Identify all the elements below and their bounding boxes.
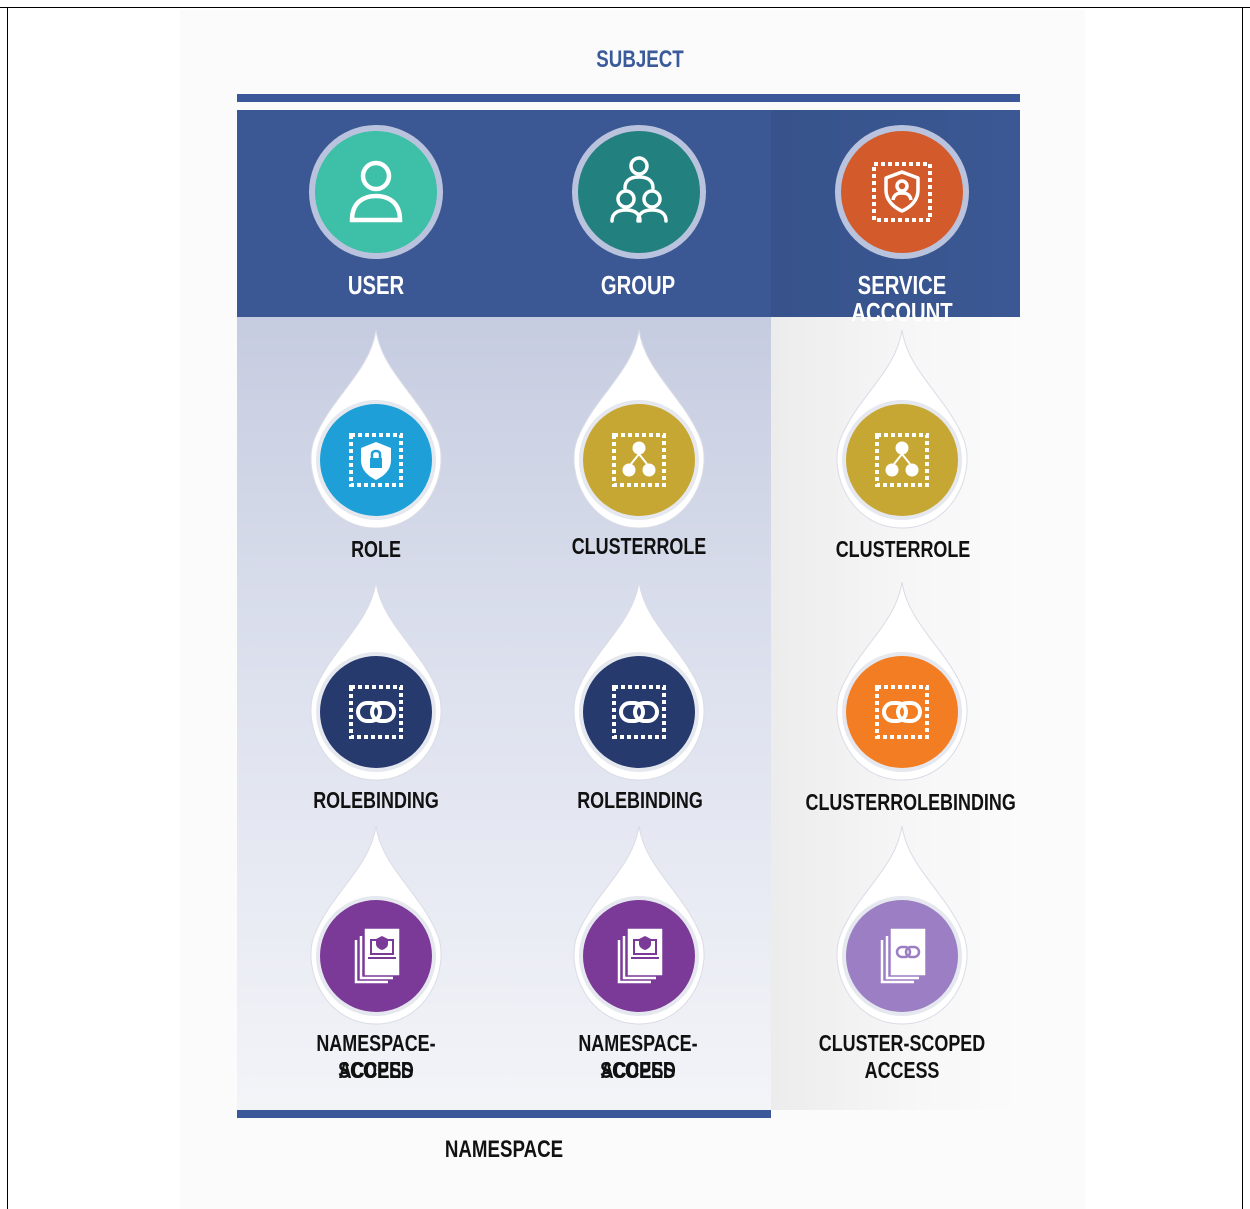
- user-node: [309, 125, 443, 259]
- user-icon: [349, 160, 403, 223]
- role-label-left: ROLE: [351, 536, 401, 562]
- namespace-rule: [237, 1110, 771, 1118]
- document-stack-icon: [617, 928, 663, 984]
- link-icon: [619, 701, 659, 723]
- subject-title: SUBJECT: [596, 46, 684, 73]
- clusterrole-label-right: CLUSTERROLE: [835, 536, 971, 562]
- rolebinding-node-left: [310, 582, 442, 781]
- rolebinding-label-left: ROLEBINDING: [313, 787, 439, 813]
- group-label: GROUP: [600, 270, 676, 300]
- cluster-lock-icon: [622, 441, 656, 477]
- shield-lock-icon: [361, 442, 391, 480]
- clusterrolebinding-label: CLUSTERROLEBINDING: [805, 789, 1016, 815]
- service-account-label: SERVICE ACCOUNT: [851, 270, 953, 327]
- group-icon: [610, 156, 668, 223]
- namespace-access-node-left: [310, 826, 442, 1025]
- cluster-access-label-line2: ACCESS: [864, 1057, 940, 1083]
- cluster-lock-icon: [885, 441, 919, 477]
- rolebinding-node-middle: [573, 582, 705, 781]
- group-node: [572, 125, 706, 259]
- namespace-access-label-middle-line2: ACCESS: [600, 1057, 676, 1083]
- clusterrolebinding-node: [836, 582, 968, 781]
- shield-user-icon: [884, 170, 920, 213]
- namespace-access-label-left-line2: ACCESS: [338, 1057, 414, 1083]
- namespace-access-node-middle: [573, 826, 705, 1025]
- document-stack-icon: [354, 928, 400, 984]
- frame-right-border: [1242, 7, 1243, 1209]
- clusterrole-node-middle: [573, 330, 705, 529]
- namespace-label: NAMESPACE: [444, 1136, 564, 1163]
- namespace-access-label-left-line1: NAMESPACE-SCOPED: [316, 1030, 436, 1083]
- service-account-node: [835, 125, 969, 259]
- frame-left-border: [7, 7, 8, 1209]
- subject-rule: [237, 94, 1020, 102]
- rolebinding-label-middle: ROLEBINDING: [577, 787, 703, 813]
- frame-top-border: [0, 7, 1250, 8]
- clusterrole-node-right: [836, 330, 968, 529]
- link-icon: [882, 701, 922, 723]
- clusterrole-label-middle: CLUSTERROLE: [571, 533, 707, 559]
- role-node: [310, 330, 442, 529]
- cluster-access-label-line1: CLUSTER-SCOPED: [818, 1030, 986, 1056]
- document-link-icon: [880, 928, 926, 984]
- link-icon: [356, 701, 396, 723]
- user-label: USER: [347, 270, 405, 300]
- namespace-access-label-middle-line1: NAMESPACE-SCOPED: [578, 1030, 698, 1083]
- cluster-access-node: [836, 826, 968, 1025]
